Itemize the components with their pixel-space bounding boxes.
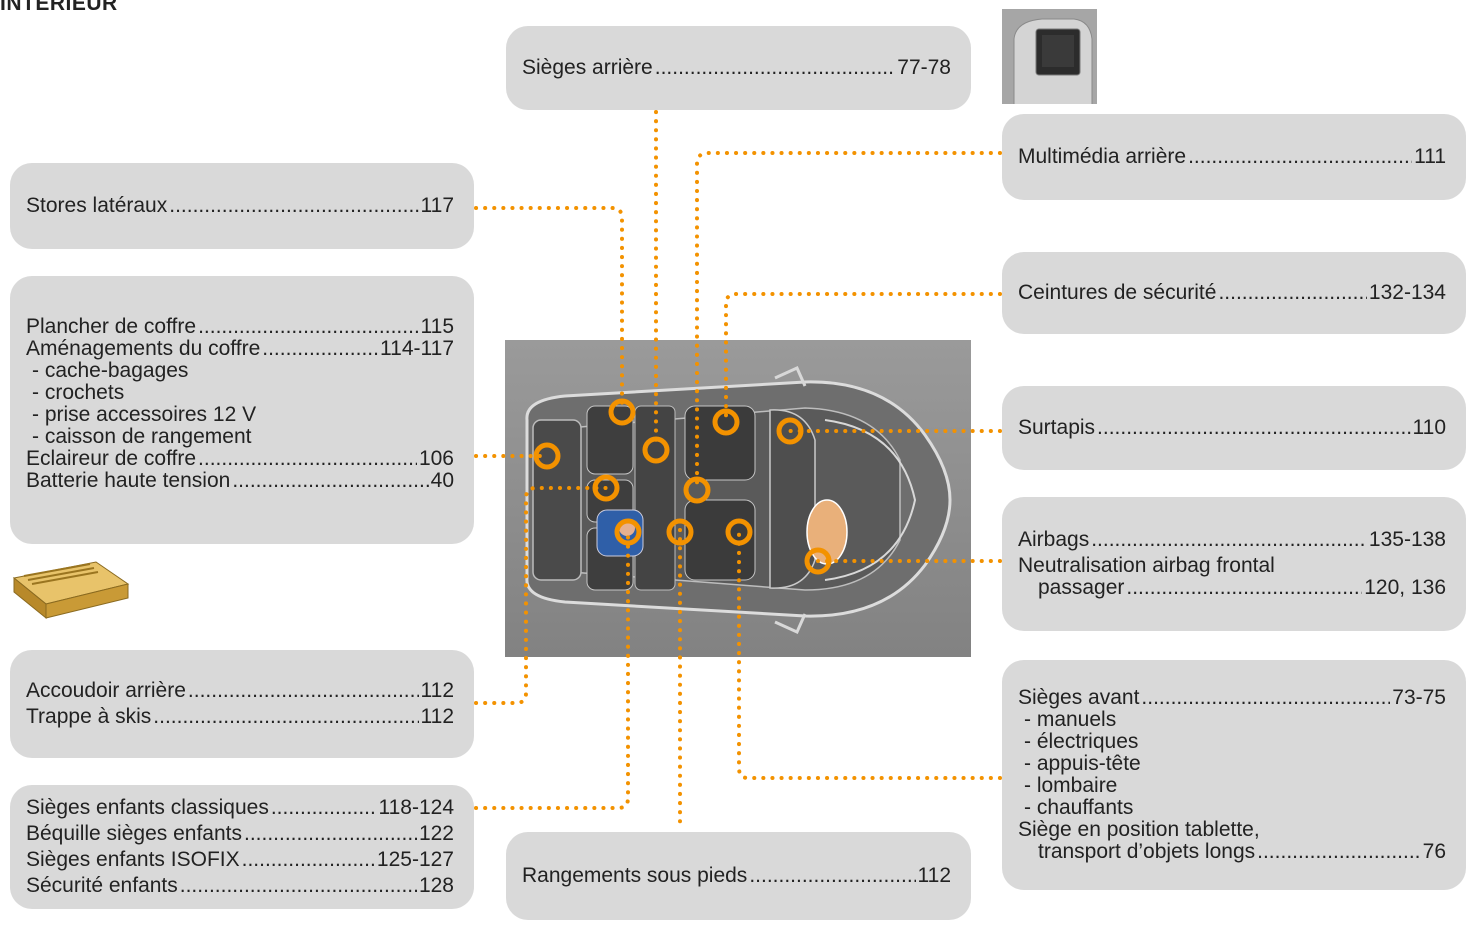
sub-item: - lombaire [1024,774,1118,797]
entry-trunk-light[interactable]: Eclaireur de coffre106 [26,448,454,470]
box-airbags: Airbags135-138 Neutralisation airbag fro… [1002,497,1466,631]
page-title: INTÉRIEUR [0,0,118,15]
marker-multimedia [683,476,711,504]
sub-item: - chauffants [1024,796,1134,819]
entry-passenger-airbag[interactable]: passager120, 136 [1018,577,1446,599]
box-seatbelts: Ceintures de sécurité132-134 [1002,252,1466,334]
box-armrest: Accoudoir arrière112 Trappe à skis112 [10,650,474,758]
marker-airbags [804,547,832,575]
marker-rear-seats [642,436,670,464]
entry-child-seat-leg[interactable]: Béquille sièges enfants122 [26,823,454,845]
sub-item: - cache-bagages [32,359,189,382]
sub-item: - appuis-tête [1024,752,1141,775]
entry-floor-mats[interactable]: Surtapis110 [1018,417,1446,439]
entry-seatbelts[interactable]: Ceintures de sécurité132-134 [1018,282,1446,304]
entry-child-seats-classic[interactable]: Sièges enfants classiques118-124 [26,797,454,819]
marker-storage [666,518,694,546]
entry-isofix[interactable]: Sièges enfants ISOFIX125-127 [26,849,454,871]
box-multimedia: Multimédia arrière111 [1002,114,1466,200]
box-front-seats: Sièges avant73-75 - manuels - électrique… [1002,660,1466,890]
sub-item: - manuels [1024,708,1117,731]
marker-floor-mats [776,417,804,445]
box-trunk: Plancher de coffre115 Aménagements du co… [10,276,474,544]
entry-trunk-fittings[interactable]: Aménagements du coffre114-117 [26,338,454,360]
entry-long-objects[interactable]: transport d’objets longs76 [1018,841,1446,863]
entry-hv-battery[interactable]: Batterie haute tension40 [26,470,454,492]
battery-image [10,556,130,626]
entry-trunk-floor[interactable]: Plancher de coffre115 [26,316,454,338]
marker-trunk [533,442,561,470]
entry-rear-armrest[interactable]: Accoudoir arrière112 [26,680,454,702]
box-storage: Rangements sous pieds112 [506,832,971,920]
entry-rear-seats[interactable]: Sièges arrière77-78 [522,57,951,79]
marker-armrest [592,474,620,502]
marker-child-seats [614,518,642,546]
entry-child-safety[interactable]: Sécurité enfants128 [26,875,454,897]
entry-rear-multimedia[interactable]: Multimédia arrière111 [1018,146,1446,168]
airbag-deactivation-line: Neutralisation airbag frontal [1018,554,1275,577]
entry-under-foot-storage[interactable]: Rangements sous pieds112 [522,865,951,887]
sub-item: - prise accessoires 12 V [32,403,257,426]
rear-multimedia-image [1002,9,1097,104]
box-child-seats: Sièges enfants classiques118-124 Béquill… [10,785,474,909]
sub-item: - électriques [1024,730,1139,753]
box-rear-seats: Sièges arrière77-78 [506,26,971,110]
tablet-position-line: Siège en position tablette, [1018,818,1260,841]
marker-seatbelts [712,408,740,436]
entry-front-seats[interactable]: Sièges avant73-75 [1018,687,1446,709]
sub-item: - crochets [32,381,125,404]
marker-side-blinds [608,398,636,426]
entry-side-blinds[interactable]: Stores latéraux117 [26,195,454,217]
box-side-blinds: Stores latéraux117 [10,163,474,249]
entry-airbags[interactable]: Airbags135-138 [1018,529,1446,551]
box-floor-mats: Surtapis110 [1002,386,1466,470]
entry-ski-hatch[interactable]: Trappe à skis112 [26,706,454,728]
marker-front-seats [725,518,753,546]
sub-item: - caisson de rangement [32,425,252,448]
